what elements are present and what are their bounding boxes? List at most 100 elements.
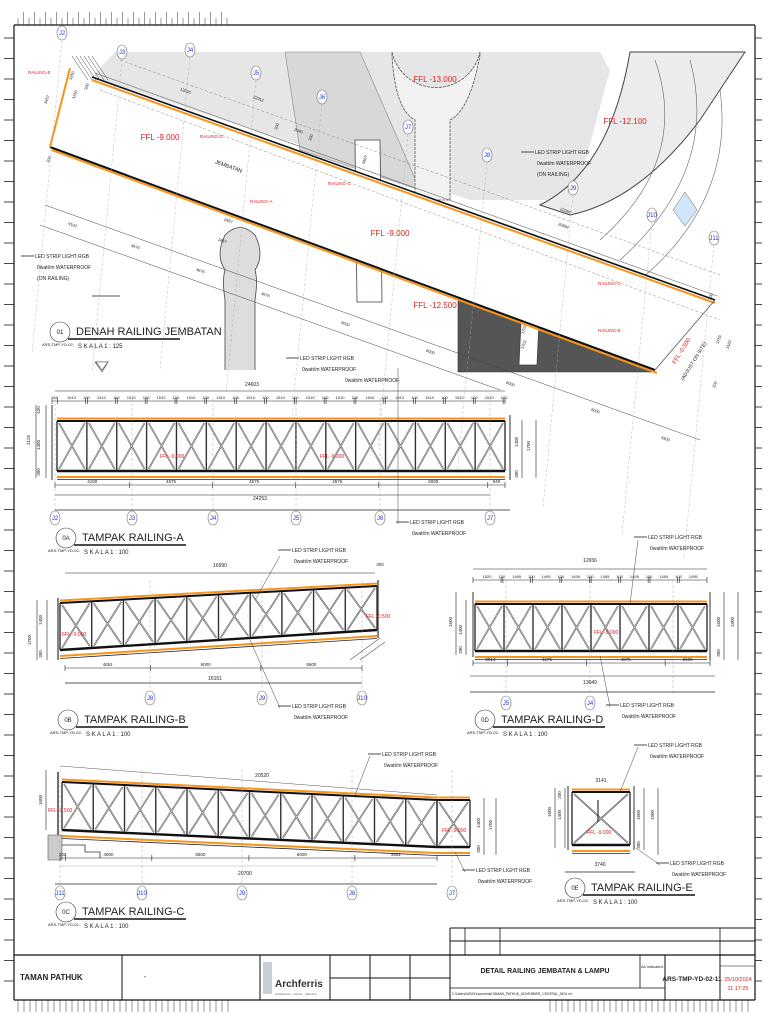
grid-label: J5 xyxy=(503,701,510,707)
dimension-value: 5500 xyxy=(306,662,317,667)
dimension-value: 100 xyxy=(501,395,508,400)
view-title: TAMPAK RAILING-E xyxy=(591,882,693,894)
elev-c-led-bottom: LED STRIP LIGHT RGB xyxy=(476,868,531,874)
dimension-value: 1510 xyxy=(306,395,316,400)
dimension-value: 1510 xyxy=(127,395,137,400)
dimension-value: 4575 xyxy=(166,479,177,484)
grid-label: J3 xyxy=(119,50,126,56)
view-scale: S K A L A 1 : 125 xyxy=(78,344,123,350)
grid-label: J4 xyxy=(587,701,594,707)
project-name: TAMAN PATHUK xyxy=(20,973,83,982)
dimension-value: 200 xyxy=(458,646,463,654)
dimension-value: 1400 xyxy=(476,817,481,828)
dimension-value: 100 xyxy=(646,574,653,579)
grid-line xyxy=(31,39,63,354)
truss-diagonal-core xyxy=(93,601,122,647)
grid-line xyxy=(291,103,323,418)
grid-bubble-icon xyxy=(250,65,262,81)
stair-tread xyxy=(79,55,97,81)
sheet-ref: ARS-TMP-YD-02- xyxy=(48,922,81,927)
ffl-label: FFL -9.000 xyxy=(141,133,180,142)
client-name: - xyxy=(144,974,147,981)
dimension-value: 1495 xyxy=(689,574,699,579)
dimension-value: 100 xyxy=(557,574,564,579)
base-line xyxy=(61,838,438,856)
plan-dimension: 22094 xyxy=(559,206,572,215)
plan-led-note-right: LED STRIP LIGHT RGB xyxy=(535,150,590,156)
led-note-power: 0watt/m WATERPROOF xyxy=(650,754,704,760)
grid-line xyxy=(225,79,257,394)
dimension-value: 100 xyxy=(173,395,180,400)
dimension-value: 1510 xyxy=(455,395,465,400)
plan-round-plaza xyxy=(391,51,481,201)
dimension-value: 100 xyxy=(352,395,359,400)
dimension-value: 3740 xyxy=(594,862,605,868)
truss-diagonal-core xyxy=(188,791,217,834)
truss-diagonal-core xyxy=(251,794,279,837)
ffl-label: FFL -9.000 xyxy=(442,828,466,834)
grid-label: J8 xyxy=(349,891,356,897)
sheet-ref: ARS-TMP-YD-02- xyxy=(467,730,500,735)
view-number: 0D xyxy=(481,718,489,724)
dimension-value: 16990 xyxy=(213,563,227,569)
grid-bubble-icon xyxy=(126,510,138,526)
dimension-value: 4651 xyxy=(103,662,114,667)
sheet-ref: ARS-TMP-YD-02- xyxy=(42,342,75,347)
view-number-circle xyxy=(564,877,586,899)
plan-dimension: 20994 xyxy=(557,221,570,230)
elev-d-led-top: LED STRIP LIGHT RGB xyxy=(648,535,703,541)
grid-label: J9 xyxy=(570,186,577,192)
grid-bubble-icon xyxy=(346,885,358,901)
dimension-value: 1510 xyxy=(97,395,107,400)
truss-diagonal-core xyxy=(505,605,532,650)
dimension-value: 1510 xyxy=(276,395,286,400)
led-note-on-railing: (ON RAILING) xyxy=(537,172,570,178)
railing-e-led xyxy=(49,67,71,148)
dimension-value: 100 xyxy=(113,395,120,400)
truss-diagonal-core xyxy=(345,798,373,841)
dimension-value: 4100 xyxy=(87,479,98,484)
grid-bubble-icon xyxy=(136,885,148,901)
led-note-on-railing: (ON RAILING) xyxy=(37,276,70,282)
railing-c-truss xyxy=(61,778,438,856)
railing-label: RAILING-B xyxy=(598,328,621,333)
dimension-value: 1400 xyxy=(514,436,519,447)
grid-bubble-icon xyxy=(484,510,496,526)
truss-diagonal-core xyxy=(447,422,474,470)
sheet-time: 11:17:25 xyxy=(727,986,748,992)
railing-label: RAILING-D xyxy=(200,134,224,139)
truss-diagonal-core xyxy=(679,605,706,650)
truss-diagonal-core xyxy=(63,785,92,829)
leader-line xyxy=(254,555,281,601)
dimension-value: 1600 xyxy=(636,809,641,820)
dimension-value: 4575 xyxy=(332,479,343,484)
dimension-value: 1400 xyxy=(557,809,562,820)
grid-label: J2 xyxy=(59,31,66,37)
grid-bubble-icon xyxy=(49,510,61,526)
plan-dimension: 6567 xyxy=(361,154,369,165)
truss-diagonal-core xyxy=(188,596,217,641)
grid-line xyxy=(621,221,653,536)
view-title: TAMPAK RAILING-A xyxy=(82,532,184,544)
plan-led-note-left: LED STRIP LIGHT RGB xyxy=(35,254,90,260)
truss-diagonal-core xyxy=(88,422,115,470)
grid-line xyxy=(456,161,488,476)
truss-diagonal-core xyxy=(58,422,86,470)
truss-diagonal-core xyxy=(650,605,677,650)
grid-bubble-icon xyxy=(256,690,268,706)
dimension-value: 16151 xyxy=(208,676,222,682)
dimension-value: 1495 xyxy=(659,574,669,579)
dimension-value: 3141 xyxy=(595,778,606,784)
truss-diagonal-core xyxy=(407,801,436,844)
truss-diagonal-core xyxy=(126,788,154,831)
sheet-scale: As indicated xyxy=(641,964,663,969)
plan-dim-line xyxy=(44,204,701,441)
dimension-value: 1510 xyxy=(425,395,435,400)
truss-diagonal-core xyxy=(95,786,123,830)
dimension-value: 1600 xyxy=(716,616,721,627)
dimension-value: 12656 xyxy=(583,558,597,564)
dimension-value: 6000 xyxy=(297,852,308,857)
dimension-value: 300 xyxy=(476,845,481,853)
bridge-edge-outer xyxy=(94,72,718,297)
